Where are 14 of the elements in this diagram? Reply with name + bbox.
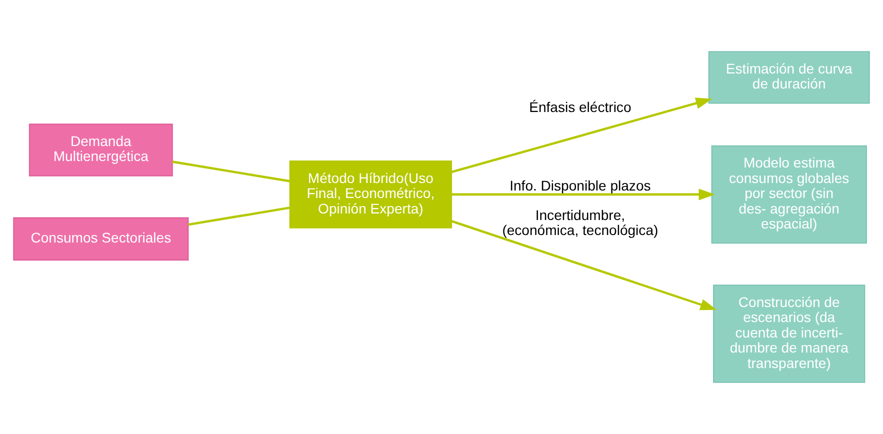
connector	[188, 206, 290, 226]
edge-label: Info. Disponible plazos	[510, 177, 651, 194]
edge-label: Énfasis eléctrico	[529, 99, 632, 116]
node-box: Estimación de curva de duración	[708, 51, 870, 104]
arrow	[451, 98, 712, 174]
node-box: Construcción de escenarios (da cuenta de incerti- dumbre de manera transparente)	[713, 284, 866, 383]
node-box: Demanda Multienergética	[28, 124, 173, 176]
arrow	[452, 188, 716, 200]
arrow	[451, 220, 717, 310]
node-box: Modelo estima consumos globales por sector (sin des- agregación espacial)	[711, 145, 867, 244]
edge-label: Incertidumbre, (económica, tecnológica)	[502, 206, 658, 238]
connector	[172, 160, 290, 182]
node-box: Consumos Sectoriales	[13, 217, 189, 261]
node-box: Método Híbrido(Uso Final, Econométrico, Opinión Experta)	[289, 160, 452, 228]
